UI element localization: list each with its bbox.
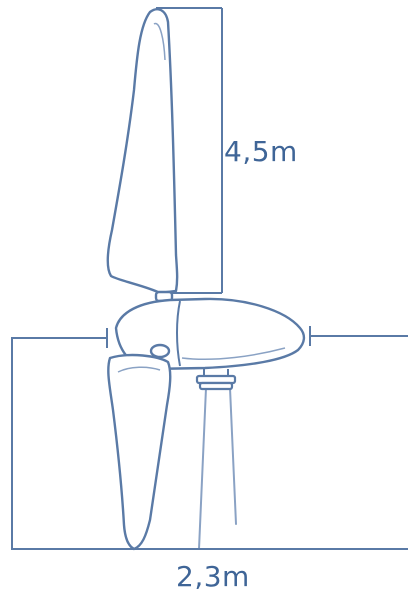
- tower-right-edge: [229, 387, 237, 525]
- lower-blade-root: [149, 343, 171, 359]
- tower-left-edge: [198, 387, 207, 550]
- rotor-width-label: 2,3m: [176, 560, 250, 592]
- rotor-width-dimension: [11, 326, 408, 550]
- yaw-neck: [203, 369, 229, 376]
- tower: [198, 387, 237, 550]
- lower-blade: [107, 343, 172, 551]
- lower-blade-inner-curve: [117, 366, 161, 373]
- upper-blade-outline: [106, 8, 179, 295]
- nacelle-underside-line: [181, 347, 286, 360]
- lower-blade-outline: [107, 353, 172, 551]
- tower-flange: [195, 374, 237, 391]
- tower-flange-bottom: [198, 381, 234, 391]
- blade-length-label: 4,5m: [224, 135, 298, 168]
- upper-blade-inner-curve: [153, 22, 166, 61]
- blade-length-dimension: [156, 7, 223, 294]
- upper-blade: [106, 8, 179, 303]
- spinner-seam: [176, 300, 181, 367]
- width-dimension-left-arm: [11, 337, 133, 550]
